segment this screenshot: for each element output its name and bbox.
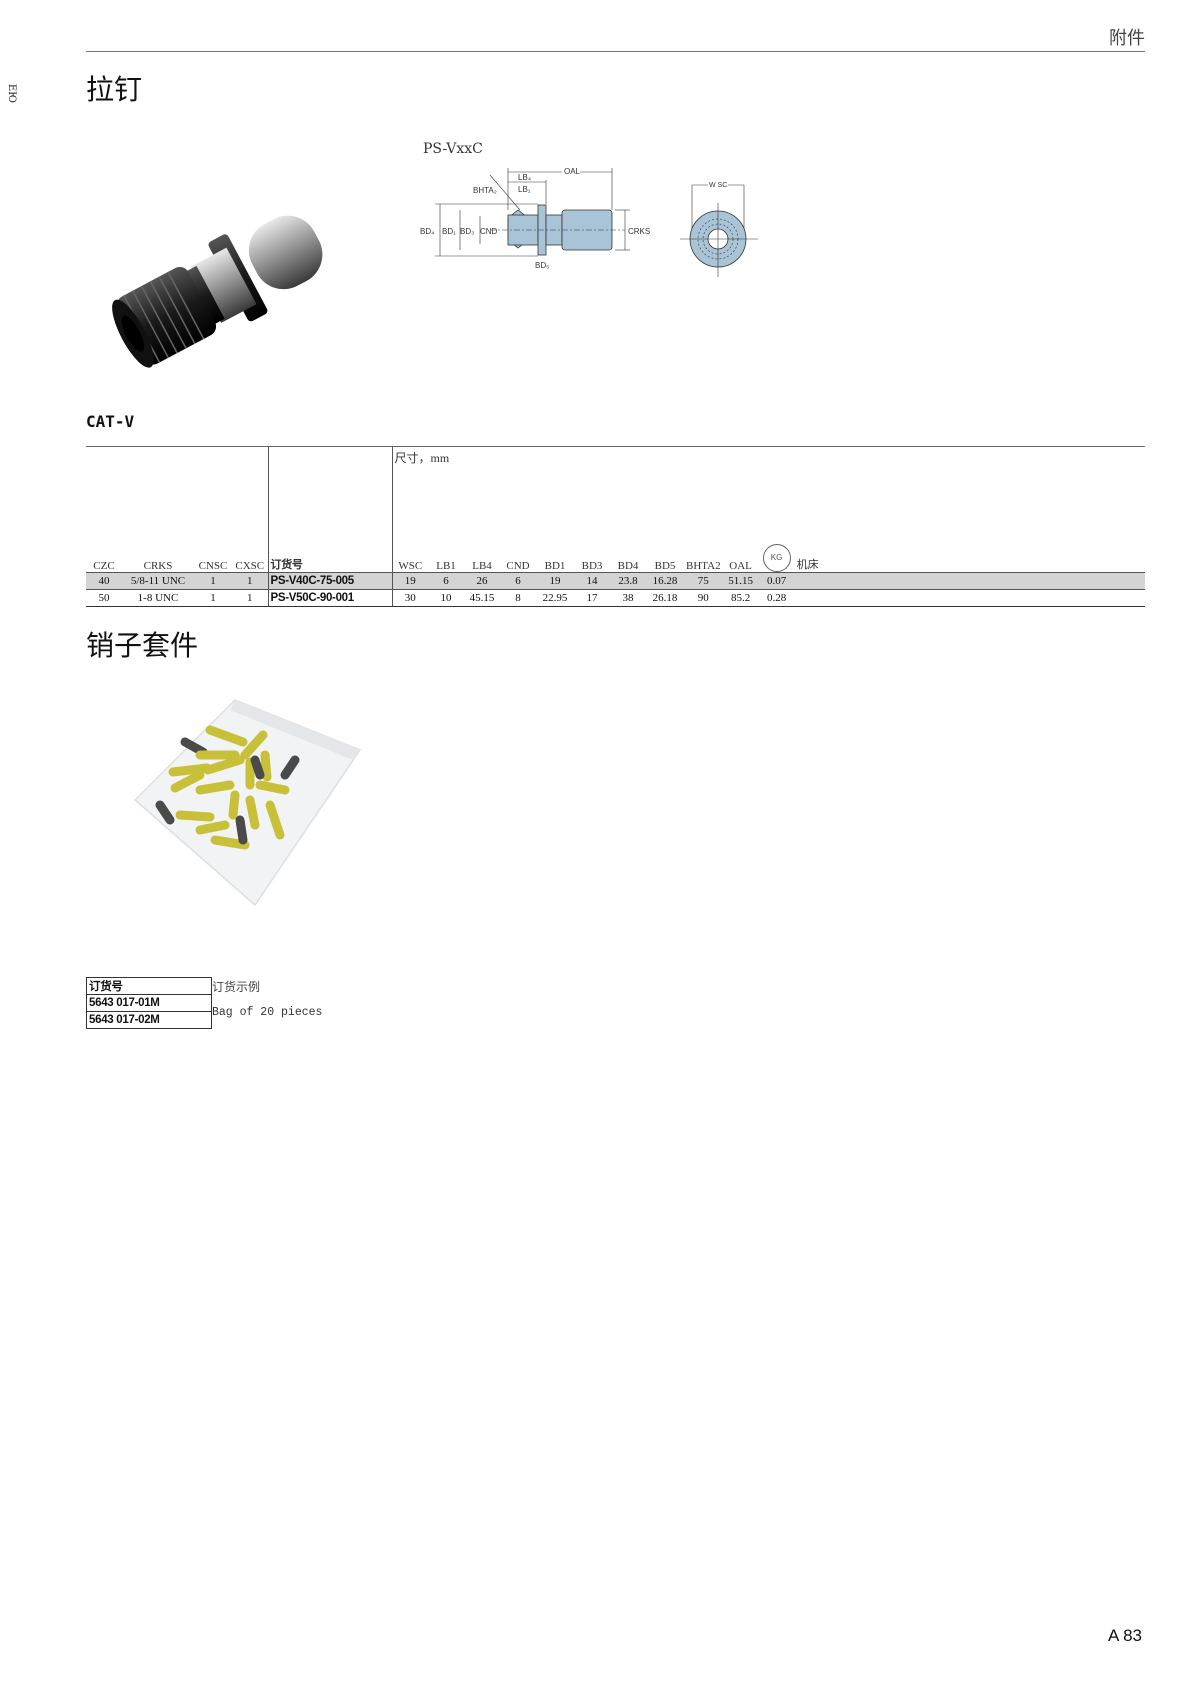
cell-bd1: 22.95 <box>536 589 574 607</box>
table-row: 50 1-8 UNC 1 1 PS-V50C-90-001 30 10 45.1… <box>86 589 1145 607</box>
cell-bd5: 16.28 <box>646 572 684 590</box>
col-lb4: LB4 <box>472 560 492 572</box>
col-order-number: 订货号 <box>267 544 392 573</box>
svg-text:LB₄: LB₄ <box>518 173 531 182</box>
cell-wsc: 30 <box>391 589 428 607</box>
cell-order-number: PS-V50C-90-001 <box>267 589 392 607</box>
pin-kit-title: 销子套件 <box>86 629 199 662</box>
col-crks: CRKS <box>143 560 173 572</box>
cell-cnsc: 1 <box>194 572 232 590</box>
section-title: 附件 <box>1109 28 1145 49</box>
order-number-header: 订货号 <box>86 977 212 995</box>
cell-bd4: 38 <box>610 589 646 607</box>
cell-crks: 5/8-11 UNC <box>122 572 194 590</box>
col-bd1: BD1 <box>544 560 566 572</box>
cell-lb1: 10 <box>428 589 464 607</box>
order-example-title: 订货示例 <box>212 980 261 994</box>
cell-order-number: PS-V40C-75-005 <box>267 572 392 590</box>
cell-bhta2: 90 <box>684 589 723 607</box>
cell-lb1: 6 <box>428 572 464 590</box>
col-bhta2: BHTA2 <box>686 560 721 572</box>
pull-stud-side-drawing: OAL LB₄ LB₁ BHTA₂ BD₄ BD₁ BD₃ CND CRKS B… <box>420 167 650 270</box>
cell-kg: 0.28 <box>758 589 795 607</box>
cell-cnd: 6 <box>500 572 536 590</box>
col-lb1: LB1 <box>436 560 456 572</box>
cell-machine <box>794 572 831 590</box>
dimensions-header: 尺寸，mm <box>391 446 1145 544</box>
svg-text:OAL: OAL <box>564 167 581 176</box>
cell-kg: 0.07 <box>758 572 795 590</box>
cell-bd3: 14 <box>574 572 610 590</box>
cell-lb4: 26 <box>464 572 500 590</box>
order-example-text: Bag of 20 pieces <box>212 1006 323 1019</box>
pull-stud-spec-table: 尺寸，mm CZC CRKS CNSC CXSC 订货号 WSC LB1 LB4… <box>86 446 1145 607</box>
page-number: A 83 <box>1107 1626 1142 1645</box>
cell-bd4: 23.8 <box>610 572 646 590</box>
cell-oal: 85.2 <box>722 589 759 607</box>
cell-cxsc: 1 <box>232 589 268 607</box>
side-tab-mark: ЕЮ <box>6 83 18 104</box>
col-cnsc: CNSC <box>198 560 228 572</box>
order-number-item: 5643 017-01M <box>86 994 212 1012</box>
col-cxsc: CXSC <box>235 560 265 572</box>
cell-machine <box>794 589 831 607</box>
pull-stud-image <box>112 215 323 368</box>
cell-cnsc: 1 <box>194 589 232 607</box>
svg-text:BD₅: BD₅ <box>535 261 549 270</box>
cell-bd3: 17 <box>574 589 610 607</box>
cell-crks: 1-8 UNC <box>122 589 194 607</box>
cell-czc: 40 <box>86 572 122 590</box>
pull-stud-title: 拉钉 <box>86 73 143 106</box>
diagram-label: PS-VxxC <box>423 141 483 157</box>
col-oal: OAL <box>729 560 752 572</box>
col-czc: CZC <box>93 560 115 572</box>
col-machine: 机床 <box>796 559 819 571</box>
col-bd3: BD3 <box>581 560 603 572</box>
pull-stud-end-drawing: W SC <box>680 180 758 277</box>
cell-wsc: 19 <box>391 572 428 590</box>
svg-text:W SC: W SC <box>709 182 727 189</box>
cell-cxsc: 1 <box>232 572 268 590</box>
col-bd4: BD4 <box>617 560 639 572</box>
cell-bhta2: 75 <box>684 572 723 590</box>
pin-kit-order-table: 订货号 5643 017-01M 5643 017-02M <box>86 977 212 1029</box>
cell-oal: 51.15 <box>722 572 759 590</box>
svg-text:BD₃: BD₃ <box>460 227 474 236</box>
cell-bd5: 26.18 <box>646 589 684 607</box>
cell-czc: 50 <box>86 589 122 607</box>
svg-text:BD₄: BD₄ <box>420 227 434 236</box>
pin-kit-image <box>133 699 362 907</box>
col-wsc: WSC <box>391 544 428 573</box>
col-bd5: BD5 <box>654 560 676 572</box>
col-kg: KG <box>759 544 795 573</box>
order-number-item: 5643 017-02M <box>86 1011 212 1029</box>
cell-lb4: 45.15 <box>464 589 500 607</box>
header-divider <box>86 51 1145 52</box>
col-cnd: CND <box>506 560 530 572</box>
svg-text:BHTA₂: BHTA₂ <box>473 186 497 195</box>
weight-kg-icon: KG <box>762 544 791 572</box>
table-caption: CAT-V <box>86 412 135 431</box>
table-header-row: CZC CRKS CNSC CXSC 订货号 WSC LB1 LB4 CND B… <box>86 544 1145 573</box>
svg-text:LB₁: LB₁ <box>518 185 531 194</box>
cell-bd1: 19 <box>536 572 574 590</box>
cell-cnd: 8 <box>500 589 536 607</box>
table-row: 40 5/8-11 UNC 1 1 PS-V40C-75-005 19 6 26… <box>86 572 1145 590</box>
svg-text:BD₁: BD₁ <box>442 227 456 236</box>
svg-text:CND: CND <box>480 227 498 236</box>
svg-text:CRKS: CRKS <box>628 227 650 236</box>
